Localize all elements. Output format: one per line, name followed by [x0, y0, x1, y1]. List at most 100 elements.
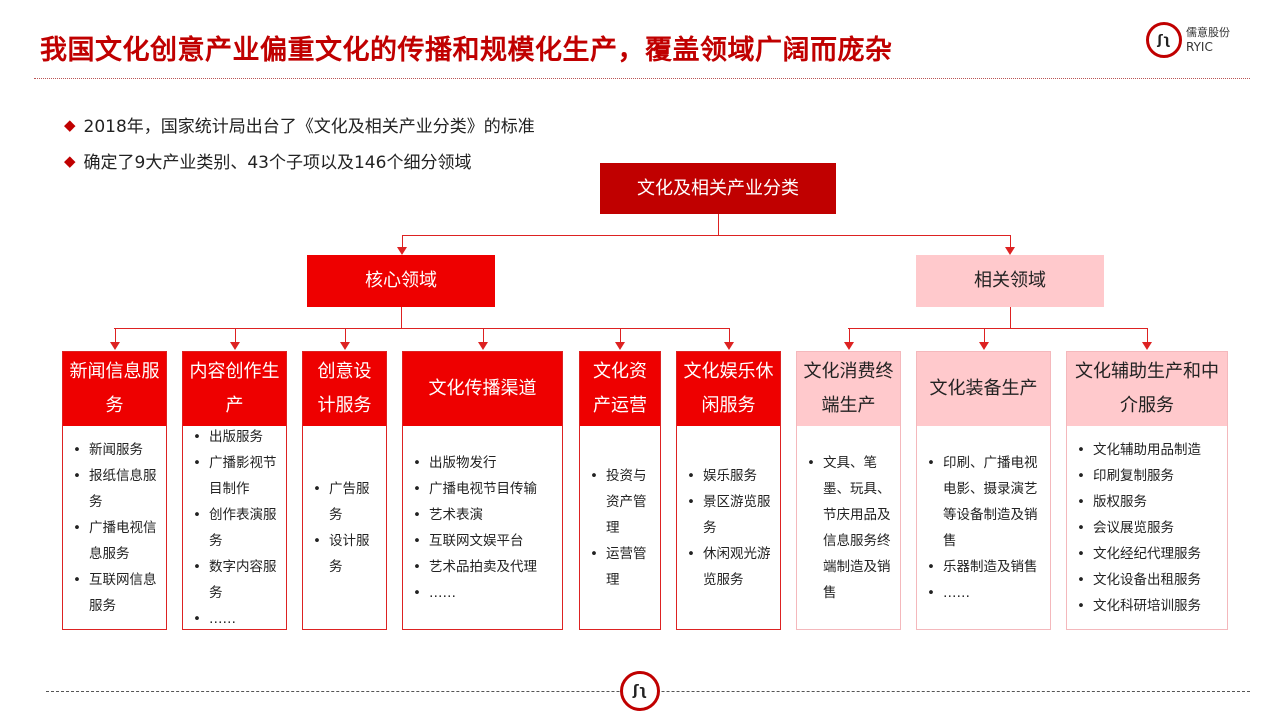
list-item: 文化经纪代理服务: [1075, 541, 1223, 567]
list-item: 广播影视节目制作: [191, 450, 282, 502]
list-item: 数字内容服务: [191, 554, 282, 606]
list-item: 广播电视信息服务: [71, 515, 162, 567]
list-item: ……: [191, 606, 282, 632]
category-card: 文化消费终端生产文具、笔墨、玩具、节庆用品及信息服务终端制造及销售: [796, 351, 901, 630]
category-title: 文化辅助生产和中介服务: [1067, 352, 1227, 426]
category-items: 新闻服务报纸信息服务广播电视信息服务互联网信息服务: [63, 426, 166, 629]
category-title: 文化装备生产: [917, 352, 1050, 426]
connector: [483, 328, 484, 342]
list-item: 文化科研培训服务: [1075, 593, 1223, 619]
list-item: 创作表演服务: [191, 502, 282, 554]
logo-mark-icon: ʃʅ: [1146, 22, 1182, 58]
connector: [718, 214, 719, 235]
list-item: 报纸信息服务: [71, 463, 162, 515]
category-title: 文化传播渠道: [403, 352, 562, 426]
list-item: 休闲观光游览服务: [685, 541, 776, 593]
related-domain-node: 相关领域: [916, 255, 1104, 307]
bullet-text: 确定了9大产业类别、43个子项以及146个细分领域: [83, 153, 472, 173]
bullet-text: 2018年，国家统计局出台了《文化及相关产业分类》的标准: [83, 117, 535, 137]
connector: [1010, 235, 1011, 247]
category-title: 新闻信息服务: [63, 352, 166, 426]
category-title: 创意设计服务: [303, 352, 386, 426]
diamond-icon: ◆: [64, 151, 76, 170]
list-item: ……: [925, 580, 1046, 606]
category-items: 广告服务设计服务: [303, 426, 386, 629]
category-title: 文化娱乐休闲服务: [677, 352, 780, 426]
arrow-icon: [724, 342, 734, 350]
arrow-icon: [397, 247, 407, 255]
category-card: 文化娱乐休闲服务娱乐服务景区游览服务休闲观光游览服务: [676, 351, 781, 630]
connector: [1010, 307, 1011, 328]
arrow-icon: [1142, 342, 1152, 350]
list-item: 印刷、广播电视电影、摄录演艺等设备制造及销售: [925, 450, 1046, 554]
diamond-icon: ◆: [64, 115, 76, 134]
bullet-2: ◆ 确定了9大产业类别、43个子项以及146个细分领域: [64, 148, 472, 174]
list-item: 互联网信息服务: [71, 567, 162, 619]
title-divider: [34, 78, 1250, 79]
list-item: 文具、笔墨、玩具、节庆用品及信息服务终端制造及销售: [805, 450, 896, 606]
category-card: 文化资产运营投资与资产管理运营管理: [579, 351, 661, 630]
page-title: 我国文化创意产业偏重文化的传播和规模化生产，覆盖领域广阔而庞杂: [40, 35, 893, 66]
list-item: 娱乐服务: [685, 463, 776, 489]
connector: [1147, 328, 1148, 342]
arrow-icon: [230, 342, 240, 350]
category-items: 出版服务广播影视节目制作创作表演服务数字内容服务……: [183, 424, 286, 632]
list-item: 设计服务: [311, 528, 382, 580]
category-card: 文化辅助生产和中介服务文化辅助用品制造印刷复制服务版权服务会议展览服务文化经纪代…: [1066, 351, 1228, 630]
arrow-icon: [340, 342, 350, 350]
list-item: 印刷复制服务: [1075, 463, 1223, 489]
category-card: 创意设计服务广告服务设计服务: [302, 351, 387, 630]
arrow-icon: [110, 342, 120, 350]
category-title: 文化消费终端生产: [797, 352, 900, 426]
list-item: 出版物发行: [411, 450, 558, 476]
connector: [729, 328, 730, 342]
connector: [235, 328, 236, 342]
category-card: 新闻信息服务新闻服务报纸信息服务广播电视信息服务互联网信息服务: [62, 351, 167, 630]
connector: [848, 328, 1148, 329]
connector: [984, 328, 985, 342]
list-item: 艺术品拍卖及代理: [411, 554, 558, 580]
list-item: 出版服务: [191, 424, 282, 450]
category-card: 文化传播渠道出版物发行广播电视节目传输艺术表演互联网文娱平台艺术品拍卖及代理……: [402, 351, 563, 630]
category-items: 投资与资产管理运营管理: [580, 426, 660, 629]
category-items: 文化辅助用品制造印刷复制服务版权服务会议展览服务文化经纪代理服务文化设备出租服务…: [1067, 426, 1227, 629]
connector: [402, 235, 1011, 236]
arrow-icon: [615, 342, 625, 350]
logo-name: 儒意股份: [1186, 26, 1230, 39]
connector: [345, 328, 346, 342]
connector: [849, 328, 850, 342]
category-items: 出版物发行广播电视节目传输艺术表演互联网文娱平台艺术品拍卖及代理……: [403, 426, 562, 629]
company-logo: ʃʅ 儒意股份 RYIC: [1146, 22, 1230, 58]
arrow-icon: [478, 342, 488, 350]
list-item: 广播电视节目传输: [411, 476, 558, 502]
arrow-icon: [844, 342, 854, 350]
list-item: 艺术表演: [411, 502, 558, 528]
list-item: 投资与资产管理: [588, 463, 656, 541]
category-title: 文化资产运营: [580, 352, 660, 426]
list-item: 文化辅助用品制造: [1075, 437, 1223, 463]
list-item: 文化设备出租服务: [1075, 567, 1223, 593]
list-item: 版权服务: [1075, 489, 1223, 515]
category-card: 内容创作生产出版服务广播影视节目制作创作表演服务数字内容服务……: [182, 351, 287, 632]
category-card: 文化装备生产印刷、广播电视电影、摄录演艺等设备制造及销售乐器制造及销售……: [916, 351, 1051, 630]
logo-abbr: RYIC: [1186, 40, 1213, 54]
connector: [114, 328, 729, 329]
bullet-1: ◆ 2018年，国家统计局出台了《文化及相关产业分类》的标准: [64, 112, 535, 138]
root-node: 文化及相关产业分类: [600, 163, 836, 214]
arrow-icon: [979, 342, 989, 350]
connector: [620, 328, 621, 342]
connector: [401, 307, 402, 328]
connector: [402, 235, 403, 247]
connector: [115, 328, 116, 342]
category-items: 娱乐服务景区游览服务休闲观光游览服务: [677, 426, 780, 629]
core-domain-node: 核心领域: [307, 255, 495, 307]
list-item: 景区游览服务: [685, 489, 776, 541]
category-items: 印刷、广播电视电影、摄录演艺等设备制造及销售乐器制造及销售……: [917, 426, 1050, 629]
list-item: 乐器制造及销售: [925, 554, 1046, 580]
list-item: 广告服务: [311, 476, 382, 528]
category-title: 内容创作生产: [183, 352, 286, 426]
arrow-icon: [1005, 247, 1015, 255]
category-items: 文具、笔墨、玩具、节庆用品及信息服务终端制造及销售: [797, 426, 900, 629]
footer-logo-icon: ʃʅ: [620, 671, 660, 711]
list-item: 新闻服务: [71, 437, 162, 463]
